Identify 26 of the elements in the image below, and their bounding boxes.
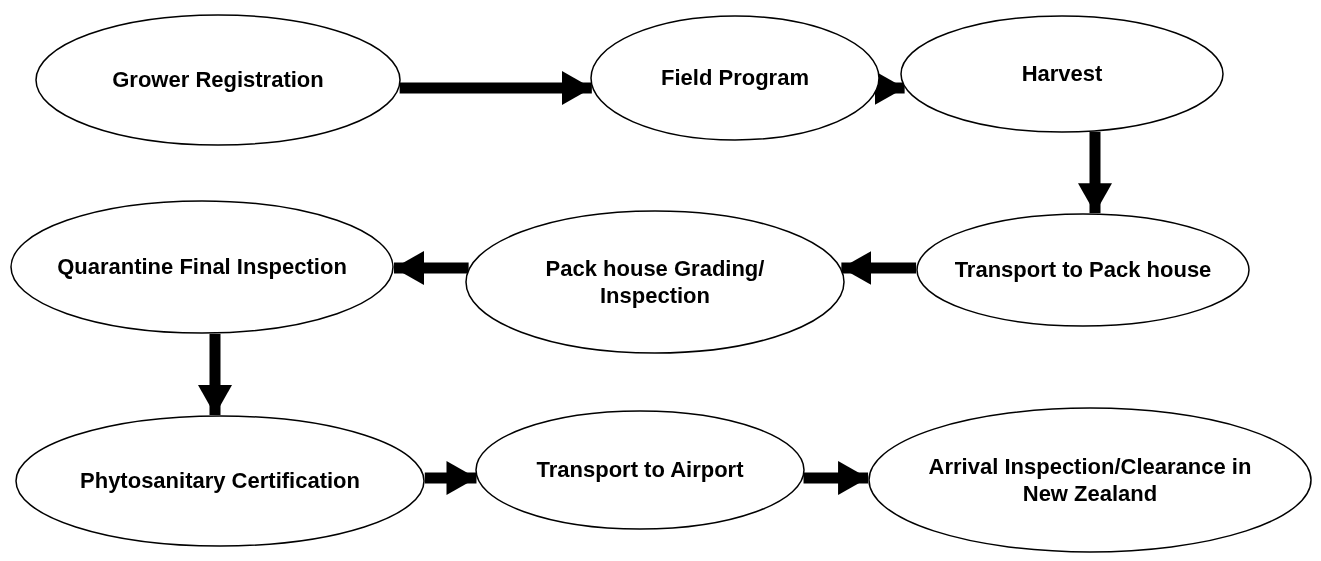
process-ellipse — [590, 15, 880, 141]
node-label: Arrival Inspection/Clearance in New Zealand — [927, 452, 1253, 508]
arrow — [399, 71, 592, 105]
arrow — [841, 251, 917, 285]
node-label: Pack house Grading/ Inspection — [544, 254, 766, 310]
arrow — [394, 251, 469, 285]
process-ellipse — [15, 415, 425, 547]
node-label: Transport to Airport — [535, 456, 745, 484]
node-label: Quarantine Final Inspection — [56, 253, 348, 281]
arrow — [803, 461, 869, 495]
process-ellipse — [900, 15, 1224, 133]
arrow — [198, 333, 232, 415]
process-ellipse — [465, 210, 845, 354]
arrow — [1078, 131, 1112, 214]
process-ellipse — [10, 200, 394, 334]
process-ellipse — [475, 410, 805, 530]
node-label: Grower Registration — [111, 66, 325, 94]
process-ellipse — [916, 213, 1250, 327]
node-label: Phytosanitary Certification — [79, 467, 361, 495]
node-label: Harvest — [1020, 60, 1104, 88]
node-label: Field Program — [660, 64, 810, 92]
node-label: Transport to Pack house — [953, 256, 1213, 284]
arrow — [874, 71, 905, 105]
arrow — [424, 461, 477, 495]
process-ellipse — [868, 407, 1312, 553]
process-ellipse — [35, 14, 401, 146]
